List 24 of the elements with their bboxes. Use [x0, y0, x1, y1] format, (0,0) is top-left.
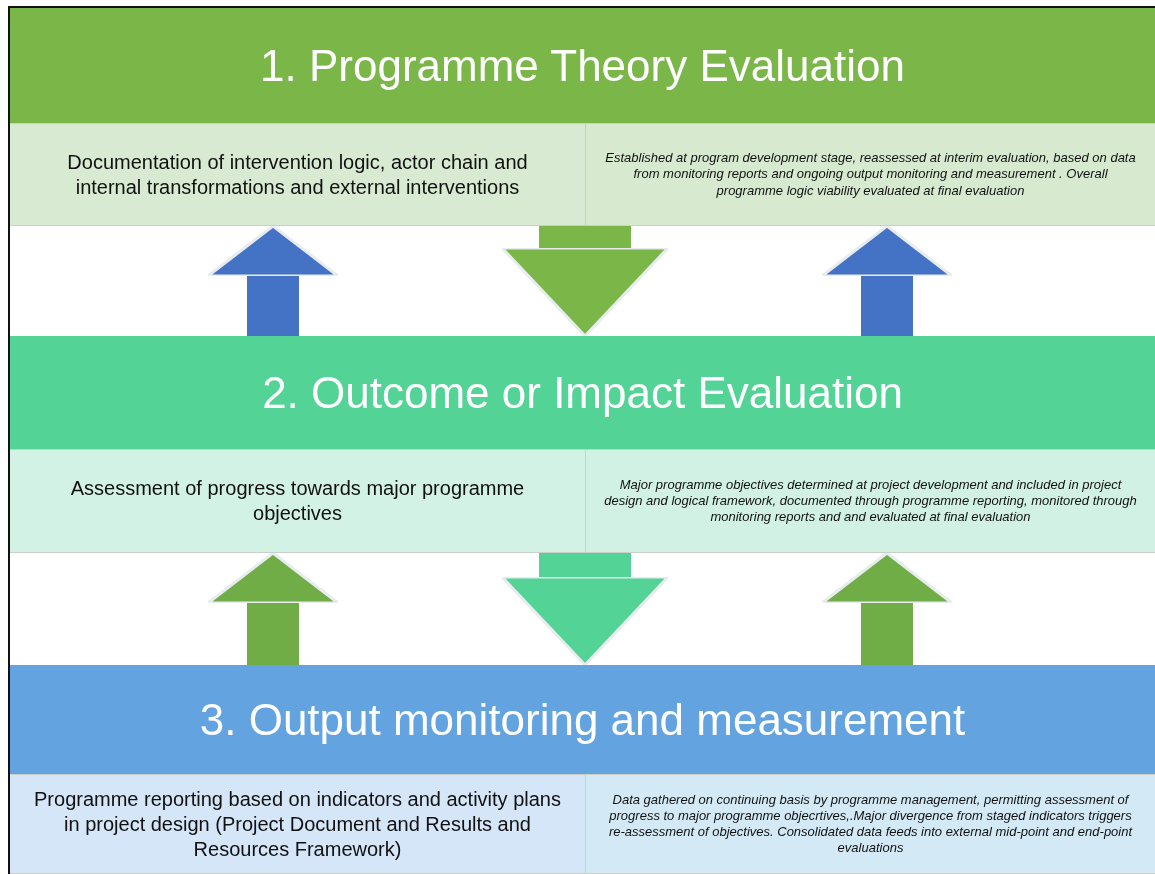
- stage-heading: 2. Outcome or Impact Evaluation: [262, 367, 903, 419]
- text-panel: [10, 124, 585, 226]
- note-text: Established at program development stage, reassessed at interim evaluation, based on data from monitoring reports and ongoing output monitoring and measurement . Overall programme logic viability evaluated at final evaluation: [604, 150, 1137, 199]
- text-panel: [585, 124, 1155, 226]
- block-arrow: [500, 226, 670, 338]
- text-panel: [585, 450, 1155, 553]
- block-arrow: [206, 224, 340, 336]
- text-panel: [10, 450, 585, 553]
- block-arrow: [820, 551, 954, 665]
- description-text: Assessment of progress towards major programme objectives: [69, 476, 526, 526]
- description-text: Documentation of intervention logic, actor chain and internal transformations and external interventions: [66, 149, 529, 200]
- heading-band: [10, 336, 1155, 450]
- block-arrow: [206, 551, 340, 665]
- text-panel: [585, 775, 1155, 874]
- stage-heading: 3. Output monitoring and measurement: [199, 694, 966, 746]
- note-text: Major programme objectives determined at project development and included in project design and logical framework, documented through programme reporting, monitored through monitoring reports and and evaluated at final evaluation: [603, 476, 1138, 526]
- note-text: Data gathered on continuing basis by programme management, permitting assessment of progress to major programme objecrtives,.Major divergence from staged indicators triggers re-assessment of objectives. Consolidated data feeds into external mid-point and end-point evaluations: [607, 791, 1134, 857]
- description-text: Programme reporting based on indicators and activity plans in project design (Project Document and Results and Resources Framework): [33, 786, 562, 862]
- heading-band: [10, 665, 1155, 775]
- heading-band: [10, 8, 1155, 124]
- block-arrow: [500, 553, 670, 667]
- block-arrow: [820, 224, 954, 336]
- stage-heading: 1. Programme Theory Evaluation: [260, 40, 905, 92]
- text-panel: [10, 775, 585, 874]
